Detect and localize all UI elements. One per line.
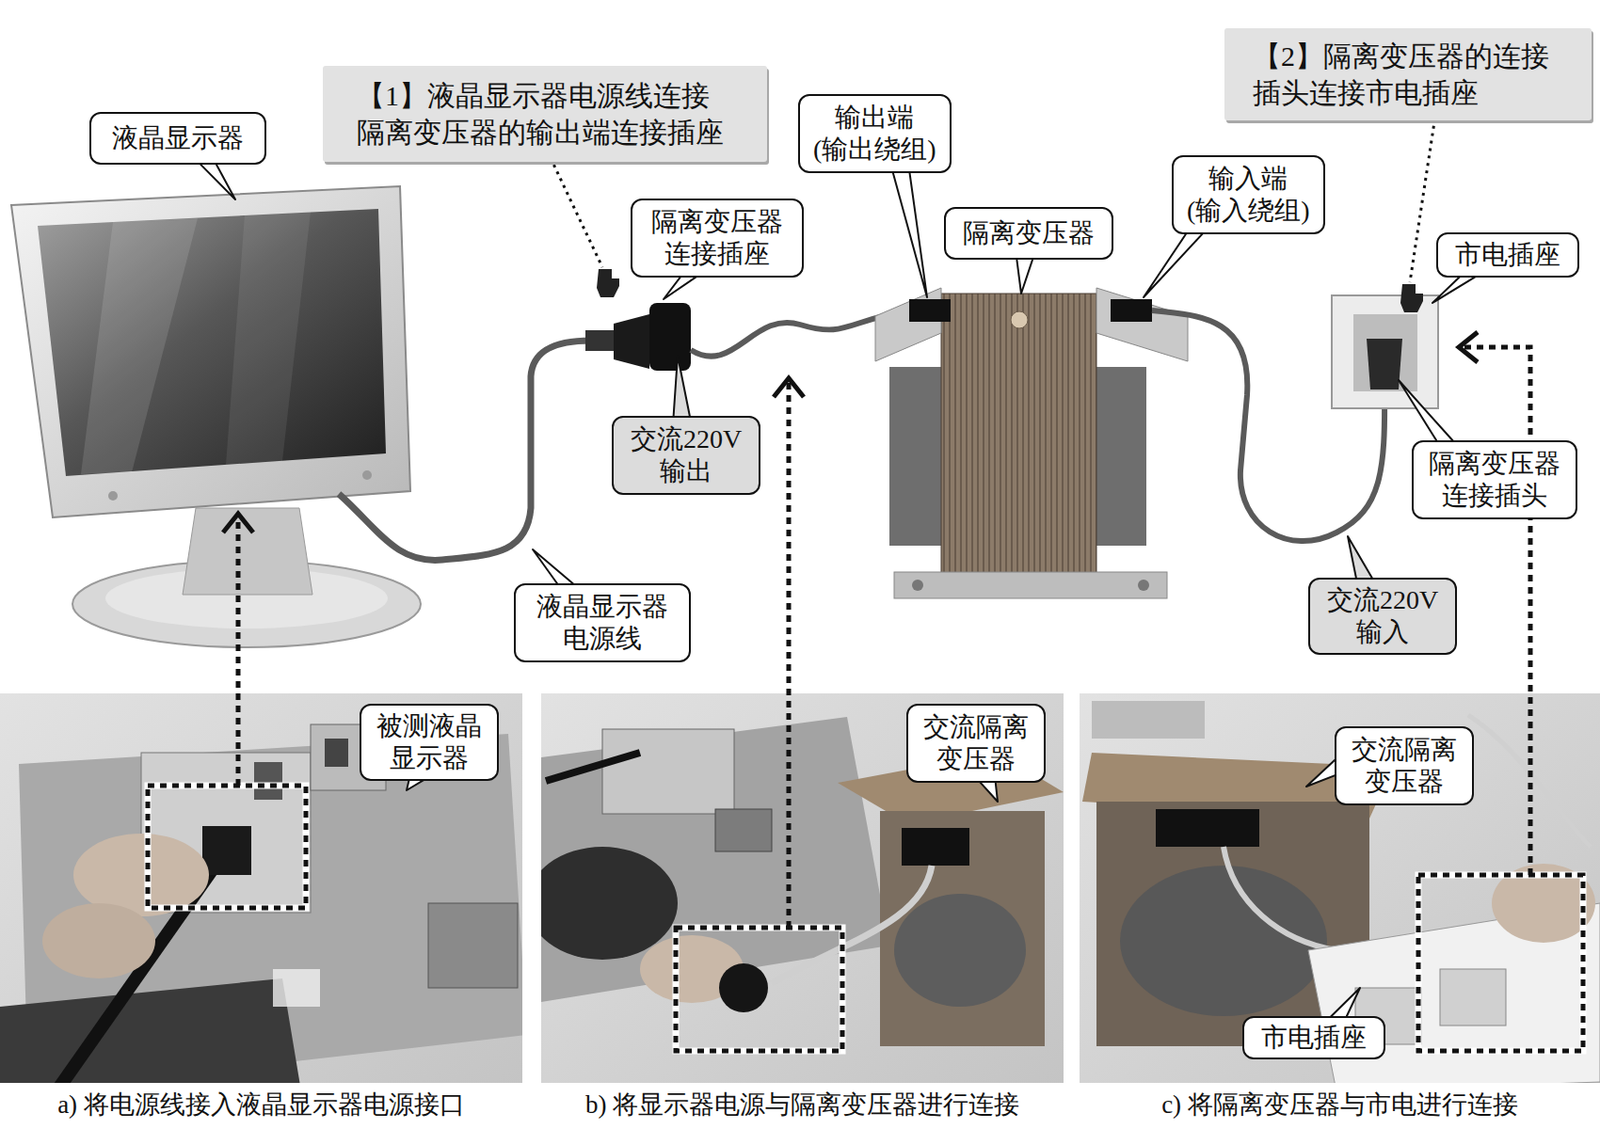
- socket: [649, 303, 691, 371]
- callout-text: 交流隔离 变压器: [1351, 734, 1457, 799]
- instruction-banner: 【2】隔离变压器的连接 插头连接市电插座: [1224, 28, 1592, 121]
- callout-tail: [1306, 757, 1338, 787]
- dotted-arrow: [147, 332, 1584, 1052]
- sub-caption: a) 将电源线接入液晶显示器电源接口: [0, 1089, 523, 1120]
- photo-callout: 交流隔离 变压器: [906, 704, 1046, 784]
- callout-bubble: 隔离变压器 连接插头: [1411, 440, 1578, 520]
- callout-text: 液晶显示器: [112, 122, 244, 155]
- photo-callout: 交流隔离 变压器: [1334, 726, 1474, 806]
- sub-caption: b) 将显示器电源与隔离变压器进行连接: [541, 1089, 1064, 1120]
- callout-bubble: 交流220V 输入: [1308, 577, 1457, 656]
- callout-tail: [1432, 274, 1479, 304]
- callout-bubble: 液晶显示器 电源线: [513, 583, 691, 663]
- callout-text: 输出端 (输出绕组): [813, 101, 937, 166]
- callout-tail: [978, 780, 999, 802]
- wall-outlet: [1331, 295, 1439, 409]
- callout-bubble: 隔离变压器 连接插座: [630, 198, 804, 278]
- callout-tail: [892, 170, 928, 298]
- photo-callout: 被测液晶 显示器: [359, 704, 499, 782]
- callout-bubble: 交流220V 输出: [611, 416, 761, 496]
- callout-text: 液晶显示器 电源线: [536, 591, 669, 656]
- callout-tail: [198, 161, 237, 200]
- callout-tail: [1143, 231, 1205, 298]
- callout-bubble: 输入端 (输入绕组): [1171, 155, 1326, 235]
- callout-text: 隔离变压器: [962, 217, 1095, 250]
- power-cable: [338, 340, 592, 560]
- plug: [613, 314, 650, 369]
- callout-tail: [1347, 536, 1374, 581]
- callout-tail: [1398, 380, 1456, 444]
- callout-bubble: 输出端 (输出绕组): [798, 94, 952, 174]
- callout-text: 市电插座: [1455, 239, 1561, 272]
- callout-tail: [672, 355, 690, 419]
- callout-tail: [663, 274, 700, 300]
- callout-tail: [532, 549, 576, 587]
- sub-caption: c) 将隔离变压器与市电进行连接: [1079, 1089, 1600, 1120]
- callout-text: 交流220V 输出: [630, 423, 742, 488]
- callout-text: 【2】隔离变压器的连接 插头连接市电插座: [1252, 37, 1564, 112]
- callout-bubble: 市电插座: [1436, 232, 1580, 278]
- leader-line: [1409, 103, 1438, 283]
- lcd-monitor: [11, 186, 421, 648]
- photo: [541, 693, 1064, 1084]
- callout-tail: [1328, 988, 1361, 1020]
- callout-text: 市电插座: [1261, 1022, 1367, 1055]
- callout-bubble: 液晶显示器: [89, 112, 267, 165]
- photo-callout: 市电插座: [1242, 1016, 1386, 1060]
- callout-text: 交流隔离 变压器: [923, 711, 1029, 776]
- callout-text: 【1】液晶显示器电源线连接 隔离变压器的输出端连接插座: [356, 77, 734, 151]
- photo: [1079, 693, 1600, 1084]
- pointer-hand: [596, 269, 620, 298]
- callout-tail: [1016, 256, 1034, 294]
- callout-text: 隔离变压器 连接插座: [651, 206, 784, 271]
- callout-text: 被测液晶 显示器: [376, 710, 482, 775]
- callout-text: 隔离变压器 连接插头: [1428, 448, 1561, 512]
- photo: [0, 693, 523, 1084]
- pointer-hand: [1400, 284, 1424, 313]
- leader-line: [550, 158, 603, 268]
- instruction-banner: 【1】液晶显示器电源线连接 隔离变压器的输出端连接插座: [322, 65, 768, 162]
- callout-text: 交流220V 输入: [1327, 584, 1439, 649]
- isolation-transformer: [875, 288, 1188, 599]
- plug: [585, 330, 614, 352]
- callout-text: 输入端 (输入绕组): [1186, 162, 1311, 227]
- callout-bubble: 隔离变压器: [944, 207, 1114, 260]
